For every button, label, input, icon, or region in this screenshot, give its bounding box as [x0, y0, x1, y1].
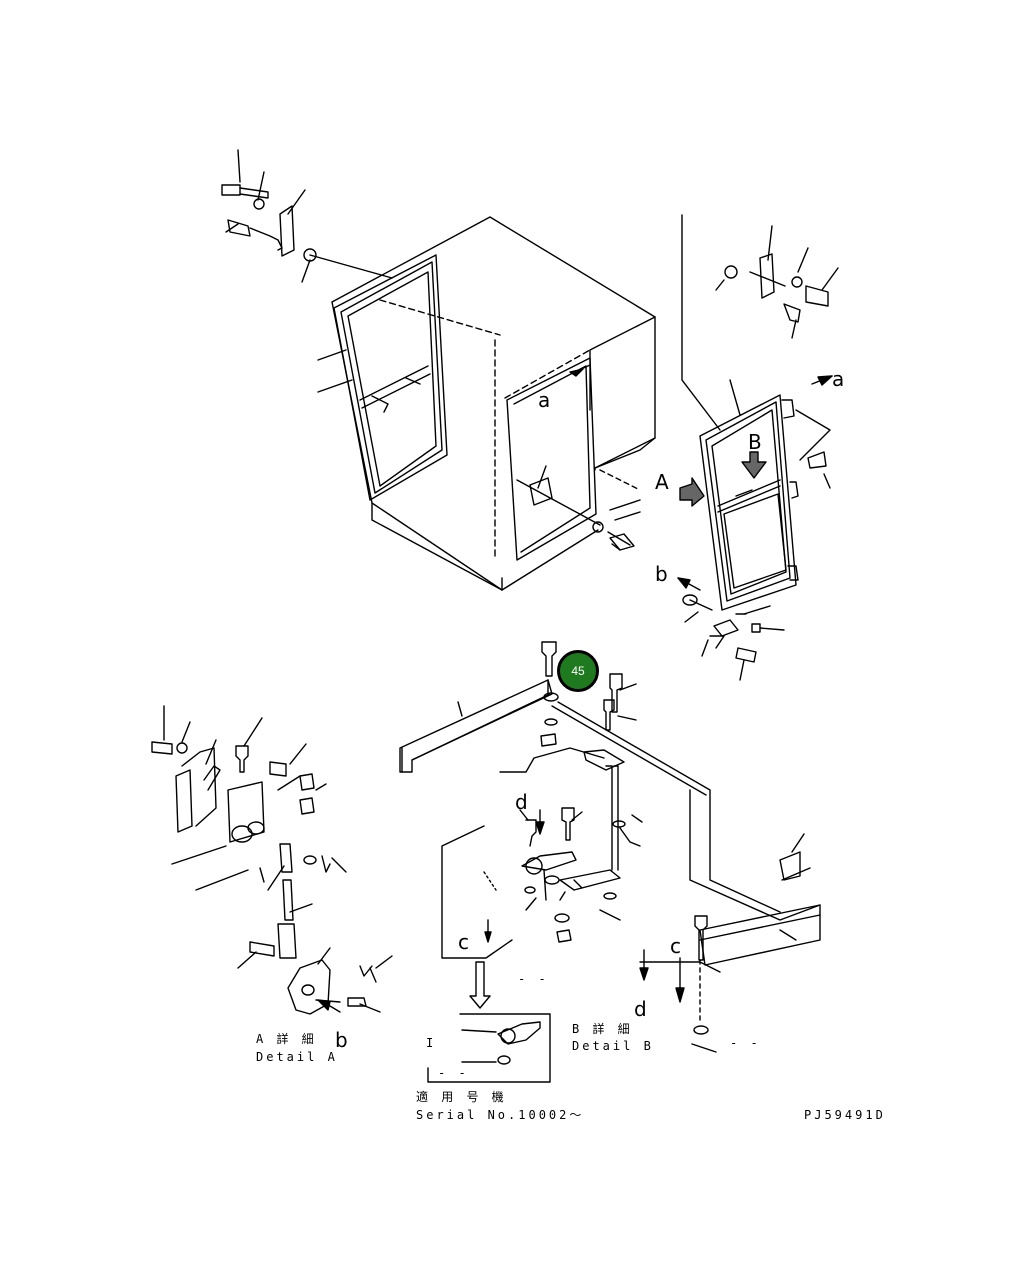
detail-c-frame [427, 825, 551, 1083]
detail-a-caption-jp: A 詳 細 [256, 1032, 317, 1046]
label-d-center: d [515, 790, 528, 814]
label-d-frame: d [634, 997, 647, 1021]
label-view-B: B [748, 430, 762, 454]
detail-a-parts [151, 705, 393, 1015]
latch-assembly [483, 807, 577, 943]
hinge-parts-top-right [681, 214, 839, 489]
leader-lines [317, 349, 637, 921]
cab-door-opening [506, 357, 635, 561]
stray-mark-dash-center: - - [518, 972, 549, 986]
hinge-parts-top-left [221, 149, 393, 283]
stray-mark-dash-inset: - - [438, 1066, 469, 1080]
callout-45[interactable]: 45 [557, 650, 599, 692]
label-c-frame: c [670, 934, 681, 958]
door-bottom-fittings [682, 594, 785, 681]
label-a-door: a [832, 367, 845, 391]
label-b-detail: b [335, 1028, 348, 1052]
detached-door [699, 394, 831, 611]
detail-a-caption-en: Detail A [256, 1050, 338, 1064]
label-c-inset: c [458, 930, 469, 954]
lower-frame-assembly [399, 641, 781, 913]
drawing-code: PJ59491D [804, 1108, 886, 1122]
small-arrows [317, 809, 685, 1013]
stray-mark-dash-right: - - [730, 1036, 761, 1050]
callout-45-label: 45 [571, 664, 585, 678]
label-a-cab: a [538, 388, 551, 412]
label-b-door: b [655, 562, 668, 586]
stray-mark-i: I [426, 1036, 437, 1050]
cab-body [331, 216, 656, 591]
detail-b-caption-jp: B 詳 細 [572, 1022, 633, 1036]
view-arrows [677, 375, 833, 591]
serial-caption-en: Serial No.10002～ [416, 1108, 585, 1122]
detail-b-caption-en: Detail B [572, 1039, 654, 1053]
label-view-A: A [655, 470, 669, 494]
frame-rails-right [639, 789, 821, 1053]
cab-left-door [333, 254, 448, 501]
serial-caption-jp: 適 用 号 機 [416, 1090, 507, 1104]
